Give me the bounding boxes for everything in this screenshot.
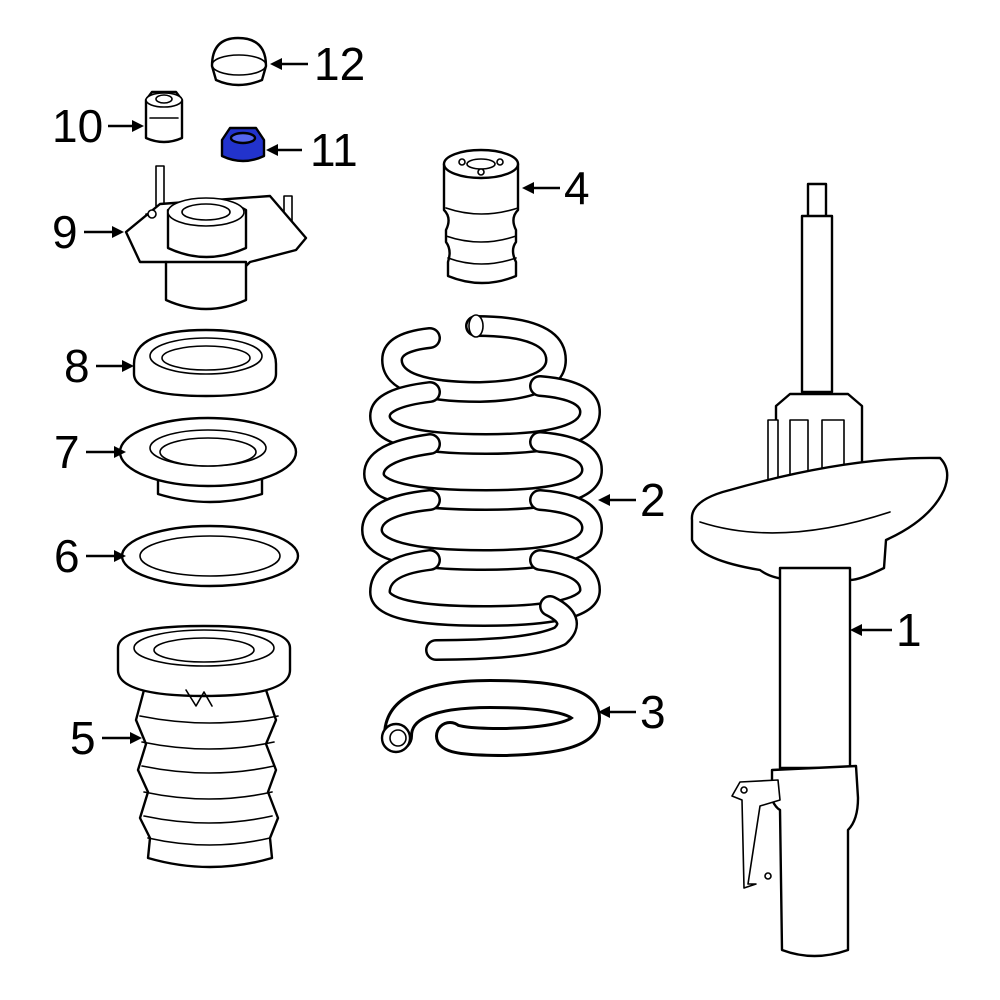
callout-label-6: 6: [54, 530, 80, 582]
callout-label-7: 7: [54, 426, 80, 478]
part-4-bump-stop[interactable]: [442, 148, 520, 285]
part-11-flange-nut[interactable]: [220, 126, 266, 163]
callout-arrow-10: [108, 120, 144, 132]
callout-label-12: 12: [314, 38, 365, 90]
part-7-spring-seat[interactable]: [118, 416, 298, 504]
callout-arrow-5: [102, 732, 142, 744]
callout-label-11: 11: [310, 124, 358, 176]
callout-arrow-2: [598, 494, 636, 506]
callout-arrow-11: [266, 144, 302, 156]
part-12-mount-cap[interactable]: [210, 36, 268, 87]
callout-label-10: 10: [52, 100, 103, 152]
part-8-ring[interactable]: [132, 328, 278, 398]
callout-label-3: 3: [640, 686, 666, 738]
callout-label-5: 5: [70, 712, 96, 764]
callout-label-8: 8: [64, 340, 90, 392]
part-9-strut-mount[interactable]: [124, 165, 308, 311]
part-6-insulator[interactable]: [120, 524, 300, 588]
callout-arrow-8: [96, 360, 134, 372]
callout-label-2: 2: [640, 474, 666, 526]
part-10-nut[interactable]: [144, 90, 184, 144]
part-3-lower-insulator[interactable]: [380, 679, 601, 757]
callout-arrow-6: [86, 550, 126, 562]
callout-arrow-12: [270, 58, 308, 70]
part-1-strut-assembly[interactable]: [690, 182, 949, 958]
part-5-dust-boot[interactable]: [116, 624, 292, 869]
callout-arrow-4: [522, 182, 560, 194]
part-2-coil-spring[interactable]: [361, 314, 603, 661]
callout-arrow-3: [598, 706, 636, 718]
callout-label-4: 4: [564, 162, 590, 214]
callout-arrow-9: [84, 226, 124, 238]
callout-arrow-1: [850, 624, 892, 636]
callout-arrow-7: [86, 446, 126, 458]
callout-label-9: 9: [52, 206, 78, 258]
callout-label-1: 1: [896, 604, 922, 656]
